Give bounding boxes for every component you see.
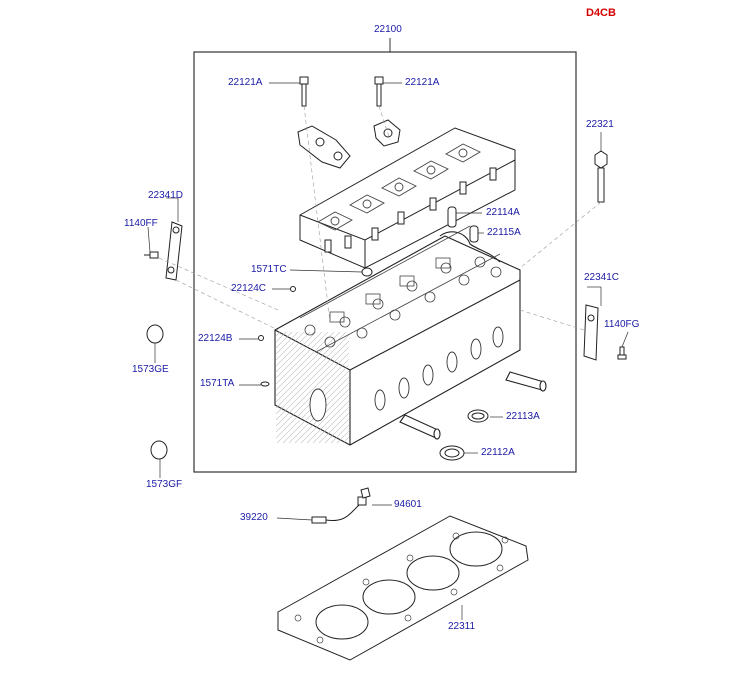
part-label-22321[interactable]: 22321 xyxy=(586,119,614,130)
part-label-94601[interactable]: 94601 xyxy=(394,499,422,510)
engine-hangers xyxy=(144,221,627,361)
engine-code: D4CB xyxy=(586,7,616,19)
part-label-22121a-right[interactable]: 22121A xyxy=(405,77,440,88)
bolts-22121a xyxy=(299,76,384,107)
part-label-22341d[interactable]: 22341D xyxy=(148,190,184,201)
bolt-22321 xyxy=(594,150,608,203)
alignment-lines xyxy=(158,105,602,331)
camshaft-carrier xyxy=(299,127,516,269)
part-label-1140ff[interactable]: 1140FF xyxy=(124,218,158,229)
bearing-caps xyxy=(297,119,401,169)
part-label-22113a[interactable]: 22113A xyxy=(506,411,540,422)
part-label-1573gf[interactable]: 1573GF xyxy=(146,479,183,490)
plugs-and-seals xyxy=(146,267,489,461)
part-label-22114a[interactable]: 22114A xyxy=(486,207,520,218)
part-label-1571ta[interactable]: 1571TA xyxy=(200,378,235,389)
part-label-22341c[interactable]: 22341C xyxy=(584,272,620,283)
part-label-1573ge[interactable]: 1573GE xyxy=(132,364,169,375)
part-label-1571tc[interactable]: 1571TC xyxy=(251,264,287,275)
cylinder-head-block xyxy=(274,225,547,446)
assembly-frame xyxy=(193,38,577,473)
leader-lines xyxy=(147,82,629,620)
part-label-1140fg[interactable]: 1140FG xyxy=(604,319,640,330)
part-label-22124c[interactable]: 22124C xyxy=(231,283,267,294)
part-label-22121a-left[interactable]: 22121A xyxy=(228,77,263,88)
part-label-22311[interactable]: 22311 xyxy=(448,621,476,632)
head-gasket xyxy=(277,515,529,661)
part-label-22115a[interactable]: 22115A xyxy=(487,227,521,238)
dowel-pins xyxy=(447,206,479,243)
part-label-22112a[interactable]: 22112A xyxy=(481,447,515,458)
part-label-39220[interactable]: 39220 xyxy=(240,512,268,523)
part-label-22124b[interactable]: 22124B xyxy=(198,333,233,344)
sensor-39220 xyxy=(311,487,371,524)
part-label-22100[interactable]: 22100 xyxy=(374,24,402,35)
